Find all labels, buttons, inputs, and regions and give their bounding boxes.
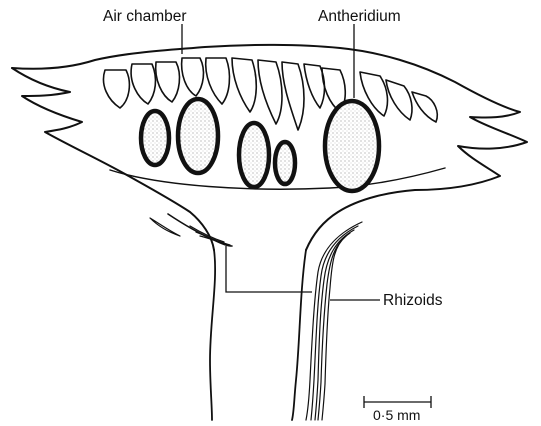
- antheridium-1: [141, 111, 169, 165]
- antheridium-5: [325, 101, 379, 191]
- stalk: [150, 214, 362, 420]
- antheridia: [141, 99, 379, 191]
- label-rhizoids: Rhizoids: [383, 292, 443, 309]
- scale-bar-label: 0·5 mm: [373, 407, 420, 423]
- label-antheridium: Antheridium: [318, 8, 401, 25]
- scale-bar: 0·5 mm: [364, 396, 431, 423]
- antheridium-4: [275, 142, 295, 184]
- antheridium-2: [178, 99, 218, 173]
- antheridium-3: [239, 123, 269, 187]
- label-air-chamber: Air chamber: [103, 8, 187, 25]
